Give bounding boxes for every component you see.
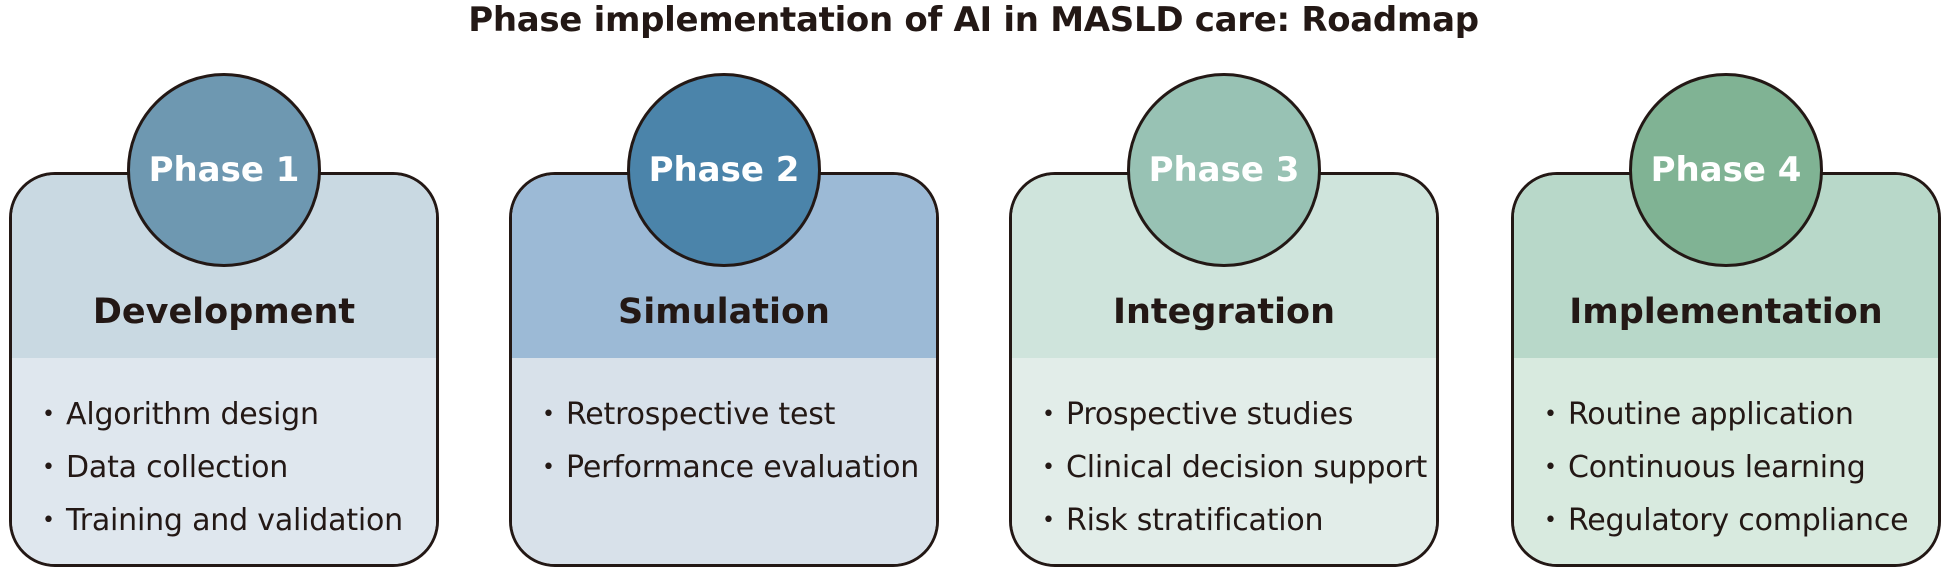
- phase-badge-4: Phase 4: [1629, 73, 1823, 267]
- list-item: • Routine application: [1544, 388, 1908, 441]
- bullet-icon: •: [1544, 455, 1557, 480]
- phase-badge-label: Phase 3: [1148, 150, 1300, 190]
- list-item-text: Retrospective test: [566, 397, 836, 432]
- bullet-icon: •: [42, 455, 55, 480]
- bullet-icon: •: [542, 402, 555, 427]
- bullet-icon: •: [42, 508, 55, 533]
- list-item-text: Continuous learning: [1568, 450, 1866, 485]
- list-item: • Continuous learning: [1544, 441, 1908, 494]
- list-item: • Performance evaluation: [542, 441, 919, 494]
- list-item-text: Routine application: [1568, 397, 1854, 432]
- card-body: [12, 358, 436, 564]
- phase-badge-label: Phase 4: [1650, 150, 1802, 190]
- bullet-icon: •: [1544, 508, 1557, 533]
- list-item: • Clinical decision support: [1042, 441, 1427, 494]
- phase-item-list: • Retrospective test • Performance evaluat…: [542, 388, 919, 494]
- phase-heading: Development: [92, 292, 356, 332]
- card-body: [1012, 358, 1436, 564]
- phase-badge-3: Phase 3: [1127, 73, 1321, 267]
- list-item-text: Training and validation: [66, 503, 403, 538]
- list-item-text: Prospective studies: [1066, 397, 1354, 432]
- list-item: • Training and validation: [42, 494, 403, 547]
- roadmap-title: Phase implementation of AI in MASLD care…: [468, 0, 1479, 40]
- list-item: • Algorithm design: [42, 388, 403, 441]
- phase-heading: Integration: [1112, 292, 1336, 332]
- list-item-text: Clinical decision support: [1066, 450, 1428, 485]
- list-item-text: Risk stratification: [1066, 503, 1324, 538]
- bullet-icon: •: [1544, 402, 1557, 427]
- phase-item-list: • Algorithm design • Data collection • Trai…: [42, 388, 403, 547]
- card-body: [1514, 358, 1938, 564]
- list-item-text: Performance evaluation: [566, 450, 920, 485]
- phase-badge-label: Phase 1: [148, 150, 300, 190]
- list-item: • Retrospective test: [542, 388, 919, 441]
- phase-heading: Implementation: [1569, 292, 1883, 332]
- phase-badge-label: Phase 2: [648, 150, 800, 190]
- phase-heading: Simulation: [618, 292, 830, 332]
- list-item-text: Data collection: [66, 450, 289, 485]
- phase-card-development: Development • Algorithm design • Data coll…: [9, 172, 439, 567]
- list-item: • Prospective studies: [1042, 388, 1427, 441]
- list-item: • Risk stratification: [1042, 494, 1427, 547]
- bullet-icon: •: [42, 402, 55, 427]
- phase-item-list: • Routine application • Continuous learnin…: [1544, 388, 1909, 547]
- list-item-text: Regulatory compliance: [1568, 503, 1909, 538]
- phase-badge-2: Phase 2: [627, 73, 821, 267]
- bullet-icon: •: [1042, 508, 1055, 533]
- bullet-icon: •: [542, 455, 555, 480]
- list-item: • Data collection: [42, 441, 403, 494]
- bullet-icon: •: [1042, 455, 1055, 480]
- phase-item-list: • Prospective studies • Clinical decision …: [1042, 388, 1427, 547]
- bullet-icon: •: [1042, 402, 1055, 427]
- card-body: [512, 358, 936, 564]
- phase-badge-1: Phase 1: [127, 73, 321, 267]
- list-item-text: Algorithm design: [66, 397, 319, 432]
- list-item: • Regulatory compliance: [1544, 494, 1909, 547]
